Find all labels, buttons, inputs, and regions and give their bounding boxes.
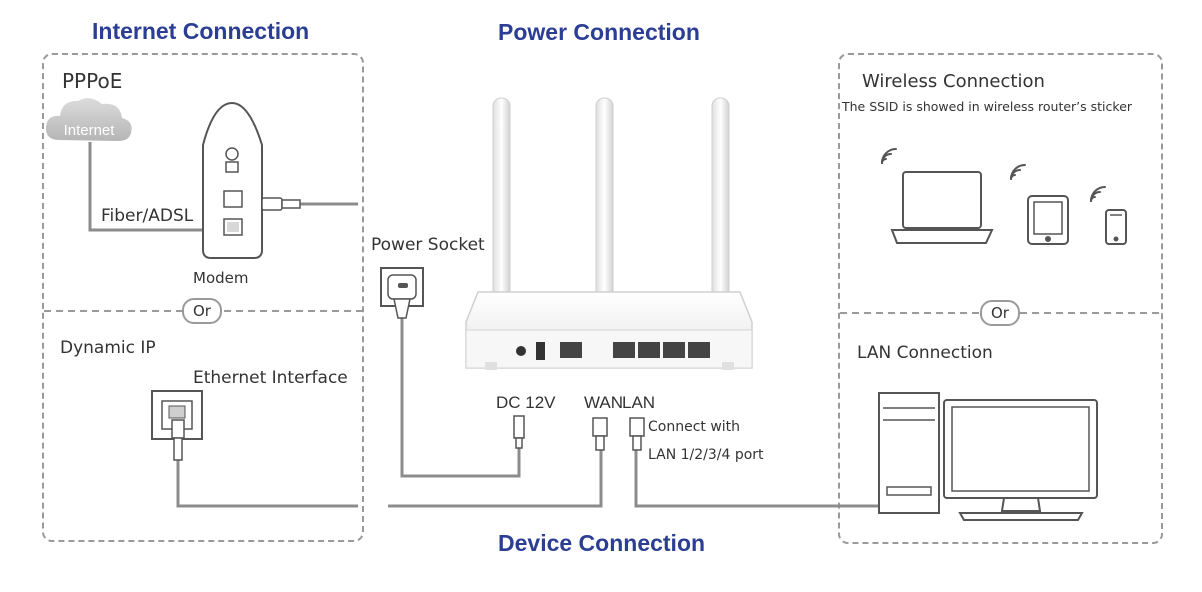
wifi-signal-icons — [881, 148, 1106, 202]
cables — [88, 142, 890, 508]
device-or-badge: Or — [980, 300, 1020, 326]
laptop-icon — [890, 171, 994, 244]
modem-label: Modem — [193, 269, 249, 287]
fiber-adsl-label: Fiber/ADSL — [101, 206, 194, 226]
ssid-note-label: The SSID is showed in wireless router’s … — [842, 99, 1133, 114]
tablet-icon — [1027, 195, 1069, 245]
power-socket-icon — [380, 267, 424, 319]
power-connection-title: Power Connection — [498, 19, 700, 45]
internet-or-badge: Or — [182, 298, 222, 324]
device-connection-title: Device Connection — [498, 530, 706, 556]
lan-label: LAN — [622, 393, 656, 412]
wan-cable — [388, 450, 603, 508]
lan-connection-label: LAN Connection — [857, 343, 993, 363]
lan-plug-icon — [629, 417, 645, 451]
internet-panel — [42, 53, 364, 542]
pppoe-label: PPPoE — [62, 69, 123, 93]
power-socket-label: Power Socket — [371, 235, 485, 255]
phone-icon — [1105, 209, 1127, 245]
dc-12v-label: DC 12V — [496, 393, 556, 412]
fiber-cable — [88, 142, 222, 232]
monitor-icon — [943, 399, 1098, 521]
dc-plug-icon — [513, 415, 525, 449]
internet-connection-title: Internet Connection — [92, 18, 310, 44]
modem-icon — [202, 101, 263, 259]
lan-cable — [634, 450, 890, 508]
pc-tower-icon — [878, 392, 940, 514]
lan-note-line2: LAN 1/2/3/4 port — [648, 447, 764, 463]
internet-cloud-icon — [45, 98, 132, 141]
ethernet-cable — [176, 460, 358, 508]
cloud-label: Internet — [64, 122, 116, 139]
router-icon — [465, 291, 753, 370]
modem-rj45-plug-icon — [261, 197, 301, 211]
wan-label: WAN — [584, 393, 624, 412]
wireless-connection-label: Wireless Connection — [862, 71, 1045, 92]
dynamic-ip-label: Dynamic IP — [60, 338, 156, 358]
wan-plug-icon — [592, 417, 608, 451]
device-panel — [838, 53, 1163, 544]
power-cable — [400, 318, 521, 478]
router-antennas-icon — [492, 97, 730, 349]
ethernet-interface-label: Ethernet Interface — [193, 368, 348, 388]
lan-note-line1: Connect with — [648, 419, 741, 435]
ethernet-wall-plate-icon — [151, 390, 203, 461]
